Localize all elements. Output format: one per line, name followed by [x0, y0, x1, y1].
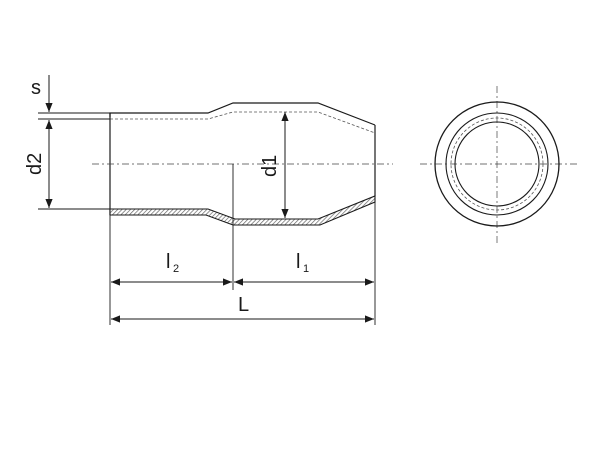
l2-label: l	[166, 251, 170, 273]
dimension-s-d2: s d2	[24, 75, 110, 210]
dimension-d1: d1	[259, 112, 289, 218]
L-label: L	[238, 294, 249, 316]
inner-top-dashed	[110, 111, 376, 134]
d2-label: d2	[24, 153, 46, 175]
outer-circle	[434, 101, 560, 227]
s-label: s	[31, 77, 41, 99]
bore-circle	[454, 121, 540, 207]
dimension-lengths: l 2 l 1 L	[111, 251, 374, 323]
l1-label: l	[296, 251, 300, 273]
wall-dashed-circle	[450, 117, 544, 211]
wall-outer-circle	[445, 112, 549, 216]
d1-label: d1	[259, 155, 281, 177]
side-view	[92, 102, 393, 325]
l1-label-subscript: 1	[303, 263, 309, 275]
bottom-wall-section	[109, 195, 376, 226]
l2-label-subscript: 2	[173, 263, 179, 275]
outer-top-contour	[109, 102, 376, 126]
end-view	[420, 86, 580, 243]
